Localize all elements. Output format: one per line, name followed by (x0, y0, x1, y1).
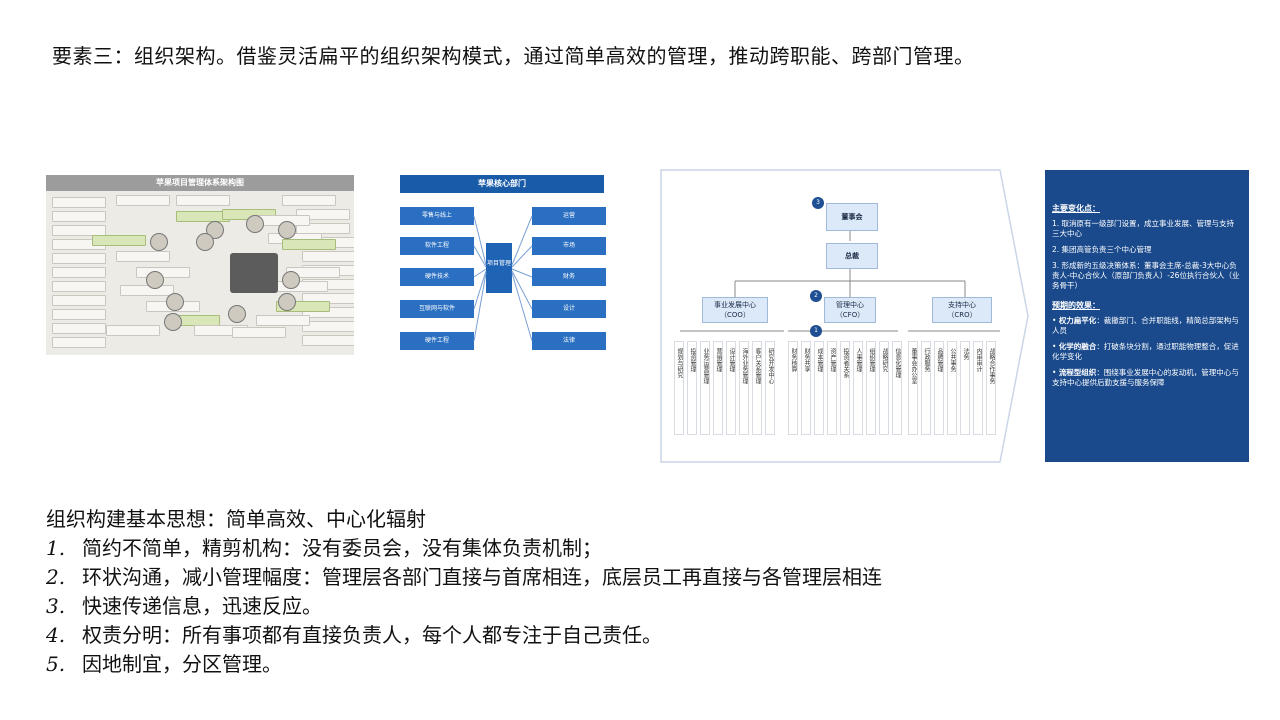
name-label-box (52, 281, 106, 292)
person-face-icon (228, 305, 246, 323)
name-label-box (92, 235, 146, 246)
apple-core-departments-diagram: 苹果核心部门 零售与线上 软件工程 硬件技术 互联网与软件 硬件工程 项目管理 … (400, 175, 604, 355)
page-heading: 要素三：组织架构。借鉴灵活扁平的组织架构模式，通过简单高效的管理，推动跨职能、跨… (52, 40, 975, 69)
name-label-box (282, 195, 336, 206)
name-label-box (106, 325, 160, 336)
center-name: 支持中心 (933, 300, 991, 310)
principle-item: 2.环状沟通，减小管理幅度：管理层各部门直接与首席相连，底层员工再直接与各管理层… (46, 563, 882, 592)
department-column: 海外业务管理 (739, 341, 749, 435)
name-label-box (52, 211, 106, 222)
name-label-box (256, 315, 310, 326)
name-label-box (52, 295, 106, 306)
person-face-icon (146, 271, 164, 289)
name-label-box (52, 267, 106, 278)
center-person-photo (230, 253, 278, 293)
department-column: 投资管理 (687, 341, 697, 435)
principle-item: 5.因地制宜，分区管理。 (46, 650, 882, 679)
principle-number: 2. (46, 563, 82, 592)
principle-item: 4.权责分明：所有事项都有直接负责人，每个人都专注于自己责任。 (46, 621, 882, 650)
effect-item: • 化学的融合：打破条块分割，通过职能物理整合，促进化学变化 (1052, 342, 1241, 362)
principle-item: 3.快速传递信息，迅速反应。 (46, 592, 882, 621)
department-column: 品牌管理 (934, 341, 944, 435)
center-sub: （CFO） (825, 310, 875, 320)
department-connector-lines (400, 175, 604, 355)
name-label-box (116, 251, 170, 262)
name-label-box (52, 253, 106, 264)
name-label-box (52, 197, 106, 208)
department-column: 组织管理 (866, 341, 876, 435)
person-face-icon (196, 233, 214, 251)
figure1-title: 苹果项目管理体系架构图 (46, 175, 354, 191)
center-sub: （CRO） (933, 310, 991, 320)
key-changes-panel: 主要变化点： 1. 取消原有一级部门设置，成立事业发展、管理与支持三大中心 2.… (1045, 170, 1249, 462)
principles-title: 组织构建基本思想：简单高效、中心化辐射 (46, 505, 882, 534)
department-column: 营销管理 (713, 341, 723, 435)
step-number-badge: 2 (810, 290, 822, 302)
person-face-icon (246, 215, 264, 233)
department-column: 战略研究 (879, 341, 889, 435)
name-label-box (302, 335, 354, 346)
department-column: 成本管理 (814, 341, 824, 435)
person-face-icon (164, 313, 182, 331)
step-number-badge: 1 (810, 325, 822, 337)
effect-item: • 权力扁平化：裁撤部门、合并职能线，精简总部架构与人员 (1052, 316, 1241, 336)
department-column: 投资者关系 (840, 341, 850, 435)
changes-title: 主要变化点： (1052, 204, 1241, 214)
person-face-icon (166, 293, 184, 311)
department-column: 董事会办公室 (908, 341, 918, 435)
org-structure-chart: 3 董事会 总裁 2 1 事业发展中心 （COO） 管理中心 （CFO） 支持中… (660, 169, 1030, 464)
principle-number: 4. (46, 621, 82, 650)
person-face-icon (278, 293, 296, 311)
department-column: 财务共享 (801, 341, 811, 435)
department-column: 资产管理 (827, 341, 837, 435)
department-column: 规划与研究 (674, 341, 684, 435)
department-column: 信息化管理 (892, 341, 902, 435)
name-label-box (282, 239, 336, 250)
change-item: 3. 形成新的五级决策体系：董事会主席-总裁-3大中心负责人-中心合伙人（原部门… (1052, 261, 1241, 291)
department-column: 业务运营管理 (700, 341, 710, 435)
principle-item: 1.简约不简单，精剪机构：没有委员会，没有集体负责机制； (46, 534, 882, 563)
department-column: 法务 (960, 341, 970, 435)
department-column: 公共事务 (947, 341, 957, 435)
change-item: 2. 集团高管负责三个中心管理 (1052, 245, 1241, 255)
department-column: 行政服务 (921, 341, 931, 435)
department-column: 战略合作事务 (986, 341, 996, 435)
name-label-box (52, 323, 106, 334)
president-node: 总裁 (826, 243, 878, 269)
name-label-box (52, 309, 106, 320)
board-node: 董事会 (826, 203, 878, 231)
name-label-box (232, 327, 286, 338)
business-center-node: 事业发展中心 （COO） (702, 297, 768, 323)
principle-number: 5. (46, 650, 82, 679)
center-sub: （COO） (703, 310, 767, 320)
name-label-box (302, 251, 354, 262)
step-number-badge: 3 (812, 197, 824, 209)
effect-item: • 流程型组织：围绕事业发展中心的发动机，管理中心与支持中心提供后勤支援与服务保… (1052, 368, 1241, 388)
name-label-box (176, 195, 230, 206)
effects-title: 预期的效果： (1052, 301, 1241, 311)
center-name: 管理中心 (825, 300, 875, 310)
apple-project-management-diagram: 苹果项目管理体系架构图 (46, 175, 354, 355)
principles-list: 组织构建基本思想：简单高效、中心化辐射 1.简约不简单，精剪机构：没有委员会，没… (46, 505, 882, 679)
name-label-box (52, 337, 106, 348)
support-center-node: 支持中心 （CRO） (932, 297, 992, 323)
department-column: 设计管理 (726, 341, 736, 435)
principle-number: 3. (46, 592, 82, 621)
department-column: 内审审计 (973, 341, 983, 435)
name-label-box (120, 285, 174, 296)
center-name: 事业发展中心 (703, 300, 767, 310)
department-column: 研究开发中心 (765, 341, 775, 435)
department-column: 人事管理 (853, 341, 863, 435)
name-label-box (116, 195, 170, 206)
person-face-icon (278, 221, 296, 239)
person-face-icon (150, 233, 168, 251)
person-face-icon (282, 271, 300, 289)
management-center-node: 管理中心 （CFO） (824, 297, 876, 323)
department-column: 财务核算 (788, 341, 798, 435)
department-column: 客户关系管理 (752, 341, 762, 435)
principle-number: 1. (46, 534, 82, 563)
change-item: 1. 取消原有一级部门设置，成立事业发展、管理与支持三大中心 (1052, 219, 1241, 239)
